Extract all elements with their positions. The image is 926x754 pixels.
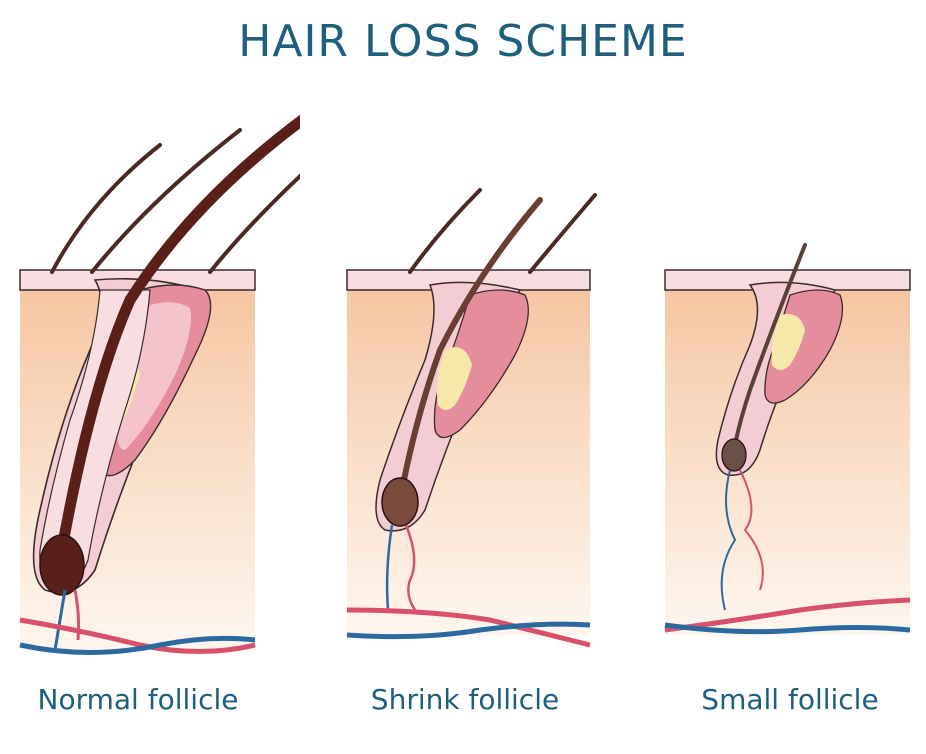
hair-strand: [408, 188, 482, 274]
artery-horizontal: [664, 597, 911, 633]
artery: [739, 469, 764, 591]
hair-shaft: [397, 197, 543, 503]
vein: [720, 469, 737, 611]
hair-strand: [208, 173, 300, 274]
vein-horizontal: [19, 635, 256, 655]
vein-horizontal: [664, 622, 911, 635]
vein-horizontal: [346, 621, 591, 640]
small-follicle-diagram: [664, 243, 911, 635]
epidermis: [346, 269, 591, 291]
gland-inner: [117, 302, 191, 450]
shrink-follicle-diagram: [346, 188, 597, 648]
caption-shrink-follicle: Shrink follicle: [370, 683, 560, 716]
hair-strand: [528, 193, 597, 274]
vein: [385, 524, 394, 611]
gland-fat: [771, 314, 805, 370]
hair-shaft: [54, 114, 300, 566]
artery: [73, 589, 81, 641]
normal-follicle-diagram: [19, 114, 300, 655]
hair-strand: [90, 128, 242, 274]
vein: [53, 589, 67, 651]
artery-horizontal: [346, 607, 591, 648]
hair-bulb: [721, 438, 747, 472]
hair-strand: [50, 143, 162, 274]
hair-shaft: [733, 243, 807, 447]
gland-fat: [436, 347, 472, 410]
artery: [404, 524, 417, 611]
epidermis: [664, 269, 911, 291]
hair-bulb: [39, 534, 85, 596]
page-title: HAIR LOSS SCHEME: [238, 16, 688, 67]
caption-normal-follicle: Normal follicle: [37, 683, 239, 716]
artery-horizontal: [19, 617, 256, 654]
caption-small-follicle: Small follicle: [701, 683, 879, 716]
hair-bulb: [381, 477, 419, 527]
